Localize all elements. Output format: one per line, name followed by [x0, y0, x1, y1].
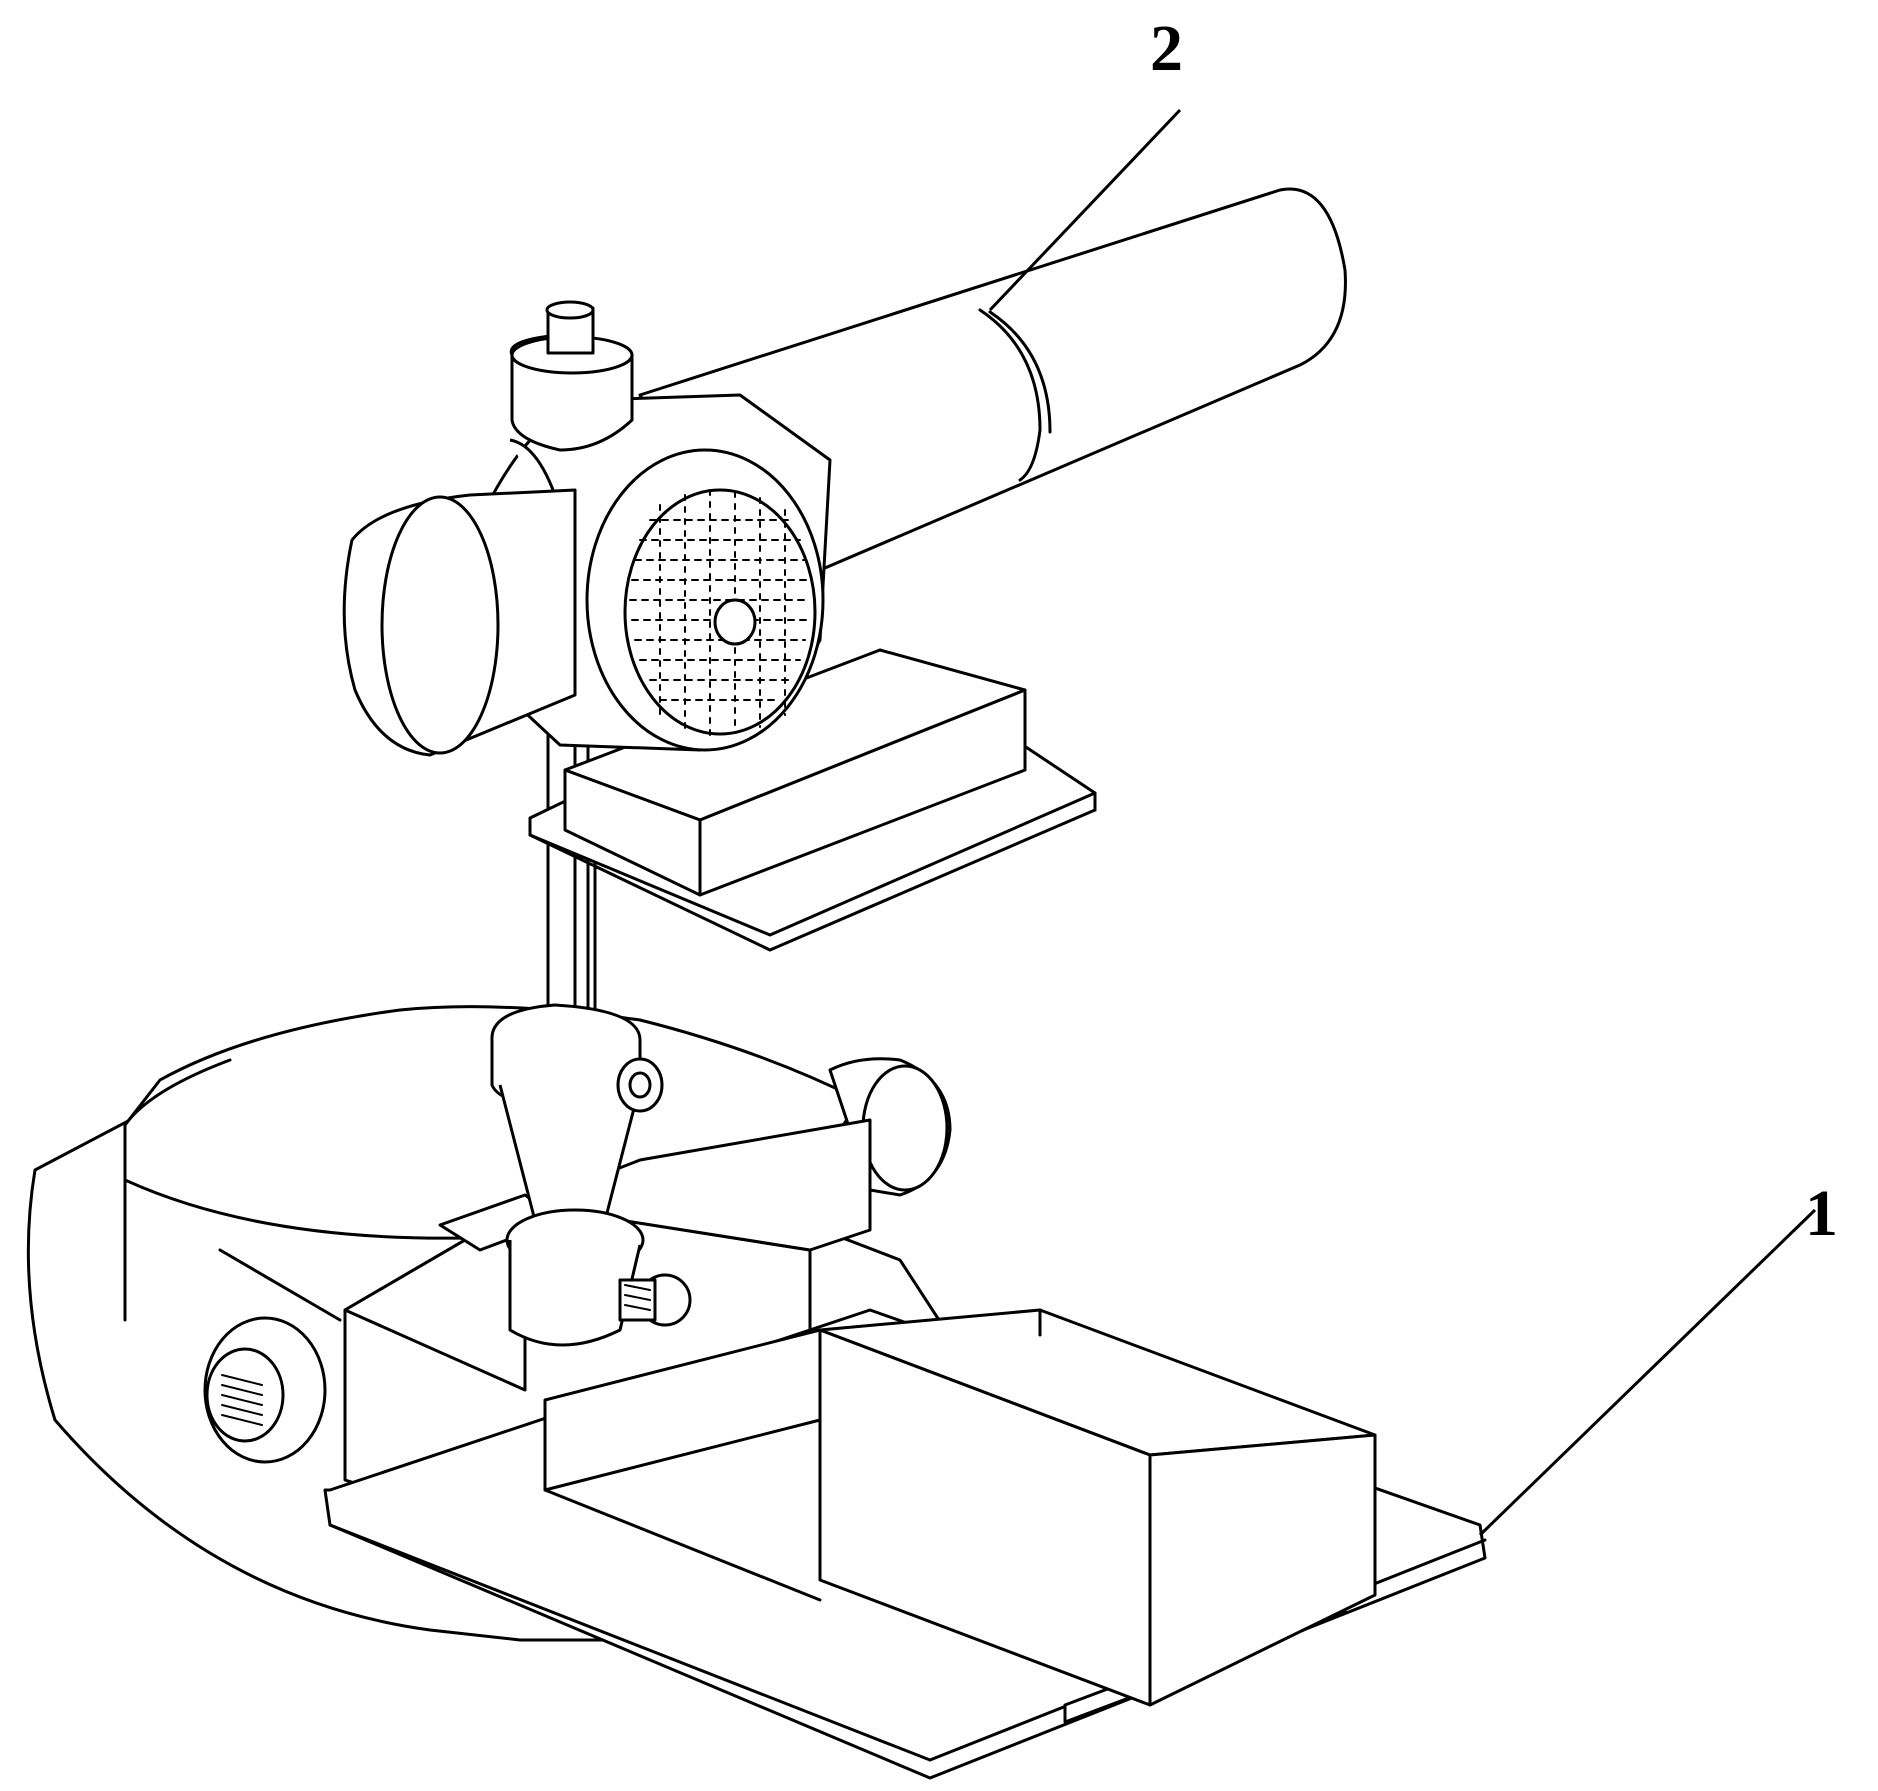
motor-housing-box	[818, 1308, 1377, 1707]
lower-slide-rail	[543, 1328, 822, 1602]
grinding-wheel	[585, 448, 825, 752]
label-1-text: 1	[1805, 1177, 1838, 1250]
clamp-bolt	[618, 1273, 692, 1327]
top-spindle-nut	[509, 300, 634, 452]
label-2-text: 2	[1150, 12, 1183, 85]
rear-adjust-knob	[828, 1057, 952, 1197]
knob-thread-icon	[221, 1374, 263, 1426]
side-adjust-knob	[203, 1316, 327, 1464]
side-cylinder-cap	[342, 488, 577, 757]
leader-line-1	[1478, 1208, 1817, 1537]
conical-clamp	[490, 1003, 664, 1347]
reference-label-1: 1	[1478, 1177, 1838, 1537]
leader-line-2	[988, 108, 1182, 312]
reference-label-2: 2	[988, 12, 1183, 312]
